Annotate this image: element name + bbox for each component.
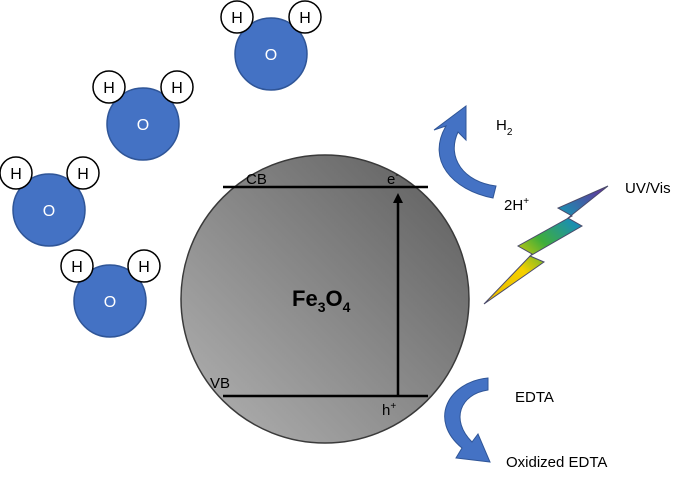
- hydrogen-atom: [288, 0, 322, 34]
- oxygen-label: O: [265, 47, 277, 64]
- hydrogen-atom: [92, 70, 126, 104]
- edta-label: EDTA: [515, 389, 554, 406]
- oxygen-atom: [12, 173, 86, 247]
- oxygen-label: O: [104, 294, 116, 311]
- water-molecule: H H O: [60, 249, 161, 338]
- hydrogen-label: H: [10, 166, 22, 183]
- hydrogen-atom: [220, 0, 254, 34]
- oxidation-curved-arrow: [444, 377, 491, 463]
- hydrogen-label: H: [231, 10, 243, 27]
- hydrogen-label: H: [77, 166, 89, 183]
- cb-label: CB: [246, 171, 267, 188]
- hydrogen-label: H: [299, 10, 311, 27]
- hydrogen-atom: [60, 249, 94, 283]
- oxidized-edta-label: Oxidized EDTA: [506, 454, 607, 471]
- reduction-curved-arrow: [433, 105, 497, 199]
- oxygen-atom: [73, 264, 147, 338]
- hole-label: h+: [382, 401, 396, 419]
- oxygen-label: O: [137, 117, 149, 134]
- hydrogen-atom: [0, 156, 33, 190]
- hydrogen-atom: [66, 156, 100, 190]
- water-molecule: H H O: [220, 0, 322, 91]
- vb-label: VB: [210, 375, 230, 392]
- lightning-bolt-icon: [483, 185, 609, 305]
- uv-vis-label: UV/Vis: [625, 180, 671, 197]
- hydrogen-label: H: [171, 80, 183, 97]
- water-molecule: H H O: [92, 70, 194, 161]
- water-molecule: H H O: [0, 156, 100, 247]
- electron-label: e-: [387, 170, 399, 188]
- hydrogen-atom: [160, 70, 194, 104]
- oxygen-label: O: [43, 203, 55, 220]
- hydrogen-label: H: [138, 259, 150, 276]
- fe3o4-formula: Fe3O4: [292, 286, 351, 315]
- proton-label: 2H+: [504, 196, 529, 214]
- water-molecules: H H O H H O H H O H H O: [0, 0, 322, 338]
- hydrogen-label: H: [71, 259, 83, 276]
- oxygen-atom: [234, 17, 308, 91]
- oxygen-atom: [106, 87, 180, 161]
- hydrogen-label: H: [103, 80, 115, 97]
- hydrogen-atom: [127, 249, 161, 283]
- h2-label: H2: [496, 117, 513, 138]
